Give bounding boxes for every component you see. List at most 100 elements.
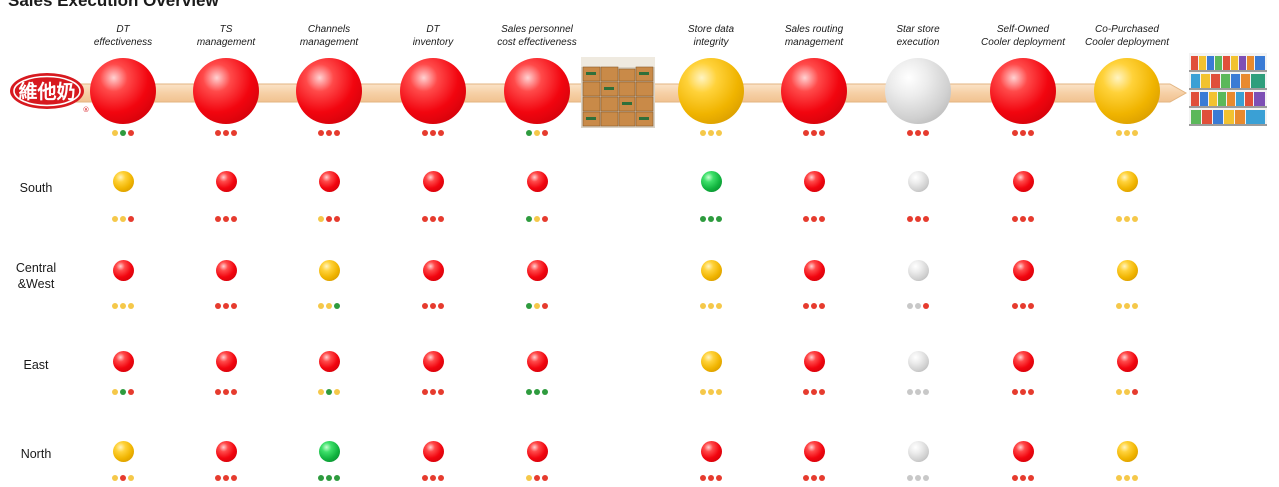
trend-dot [120, 303, 126, 309]
trend-dots [418, 389, 448, 395]
trend-dot [907, 303, 913, 309]
region-status-indicator [526, 350, 548, 372]
trend-dot [1116, 389, 1122, 395]
trend-dot [128, 130, 134, 136]
region-status-indicator [1116, 440, 1138, 462]
trend-dot [1124, 389, 1130, 395]
trend-dot [700, 216, 706, 222]
trend-dots [418, 475, 448, 481]
region-status-indicator [422, 440, 444, 462]
trend-dot [318, 389, 324, 395]
trend-dot [430, 130, 436, 136]
trend-dot [1116, 130, 1122, 136]
trend-dot [811, 389, 817, 395]
trend-dot [120, 475, 126, 481]
region-status-indicator [700, 350, 722, 372]
column-header-line1: TS [219, 24, 233, 35]
trend-dot [708, 130, 714, 136]
trend-dot [1028, 475, 1034, 481]
column-header-line1: Self-Owned [996, 24, 1050, 35]
trend-dot [326, 130, 332, 136]
trend-dot [1132, 130, 1138, 136]
trend-dot [223, 475, 229, 481]
overall-status-indicator [296, 58, 362, 124]
trend-dots [903, 389, 933, 395]
vitasoy-logo: 維他奶 ® [10, 73, 90, 114]
trend-dot [534, 475, 540, 481]
overall-status-indicator [781, 58, 847, 124]
trend-dot [231, 303, 237, 309]
region-status-indicator [526, 440, 548, 462]
trend-dot [526, 130, 532, 136]
trend-dot [326, 216, 332, 222]
trend-dot [819, 216, 825, 222]
trend-dot [223, 130, 229, 136]
trend-dot [326, 303, 332, 309]
trend-dot [534, 389, 540, 395]
trend-dot [819, 389, 825, 395]
trend-dot [716, 475, 722, 481]
svg-text:®: ® [83, 106, 90, 114]
region-status-indicator [803, 170, 825, 192]
overall-status-indicator [678, 58, 744, 124]
trend-dots [1008, 475, 1038, 481]
trend-dots [1112, 303, 1142, 309]
trend-dot [1124, 130, 1130, 136]
trend-dots [903, 216, 933, 222]
trend-dot [1020, 216, 1026, 222]
trend-dot [438, 130, 444, 136]
trend-dot [907, 389, 913, 395]
trend-dot [923, 216, 929, 222]
trend-dot [215, 216, 221, 222]
trend-dot [915, 216, 921, 222]
trend-dot [1020, 303, 1026, 309]
trend-dot [422, 130, 428, 136]
trend-dots [418, 303, 448, 309]
trend-dots [1112, 130, 1142, 136]
trend-dots [1008, 389, 1038, 395]
trend-dot [223, 216, 229, 222]
region-status-indicator [112, 170, 134, 192]
trend-dot [215, 130, 221, 136]
warehouse-photo [581, 57, 655, 128]
trend-dots [1112, 389, 1142, 395]
region-status-indicator [907, 170, 929, 192]
region-status-indicator [1012, 440, 1034, 462]
trend-dot [334, 216, 340, 222]
trend-dots [108, 216, 138, 222]
overall-status-indicator [885, 58, 951, 124]
column-header-line1: DT [116, 24, 130, 35]
trend-dot [1116, 475, 1122, 481]
region-status-indicator [526, 259, 548, 281]
column-header-line1: Co-Purchased [1095, 24, 1159, 35]
region-label: East [23, 358, 49, 372]
trend-dot [438, 389, 444, 395]
region-status-indicator [700, 440, 722, 462]
trend-dot [923, 303, 929, 309]
trend-dot [1020, 130, 1026, 136]
trend-dot [112, 475, 118, 481]
trend-dots [696, 475, 726, 481]
trend-dot [915, 475, 921, 481]
trend-dots [1008, 216, 1038, 222]
trend-dot [334, 303, 340, 309]
region-status-indicator [700, 259, 722, 281]
trend-dots [799, 130, 829, 136]
trend-dot [438, 303, 444, 309]
column-header-line2: Cooler deployment [981, 37, 1065, 48]
trend-dot [422, 216, 428, 222]
trend-dot [120, 130, 126, 136]
trend-dots [211, 303, 241, 309]
trend-dot [438, 216, 444, 222]
trend-dot [422, 389, 428, 395]
region-status-indicator [803, 440, 825, 462]
column-header-line2: Cooler deployment [1085, 37, 1169, 48]
column-header-line2: management [784, 37, 844, 48]
